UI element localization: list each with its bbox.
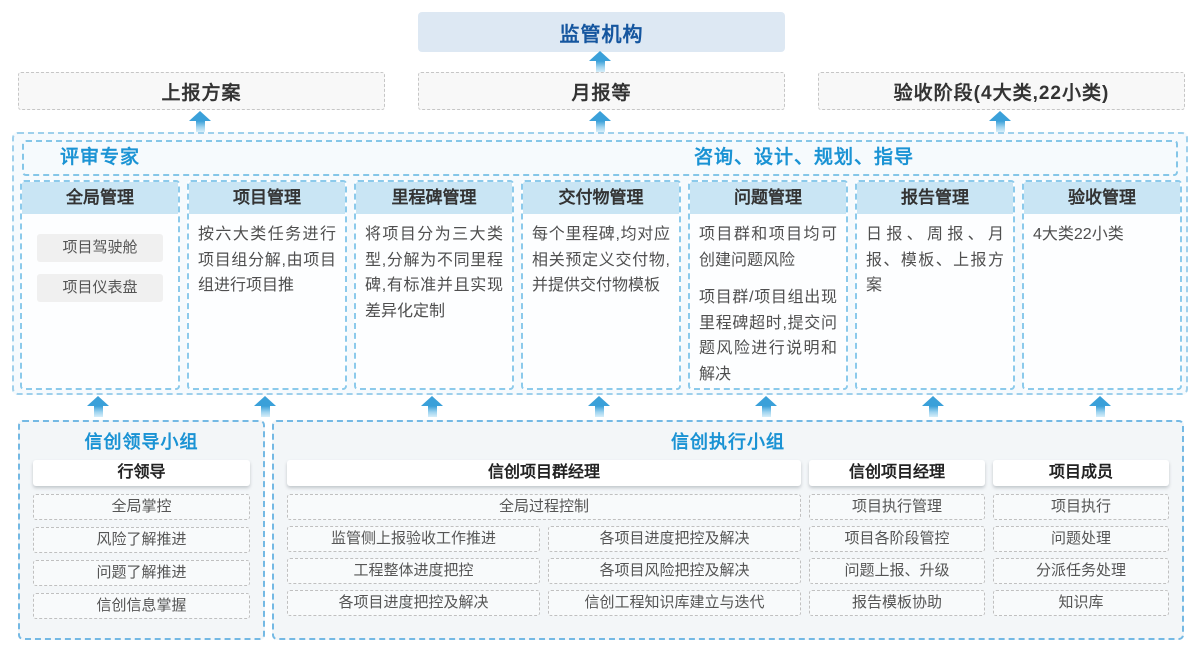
program-manager-column: 信创项目群经理 全局过程控制 监管侧上报验收工作推进 工程整体进度把控 各项目进… bbox=[287, 460, 801, 616]
channel-label: 验收阶段(4大类,22小类) bbox=[893, 82, 1110, 104]
column-description: 每个里程碑,均对应相关预定义交付物,并提供交付物模板 bbox=[532, 226, 670, 295]
leadership-group-panel: 信创领导小组 行领导 全局掌控 风险了解推进 问题了解推进 信创信息掌握 bbox=[18, 420, 265, 640]
column-body: 每个里程碑,均对应相关预定义交付物,并提供交付物模板 bbox=[523, 214, 679, 319]
program-manager-duties: 监管侧上报验收工作推进 工程整体进度把控 各项目进度把控及解决 各项目进度把控及… bbox=[287, 520, 801, 616]
up-arrow-icon bbox=[1089, 396, 1111, 417]
up-arrow-icon bbox=[922, 396, 944, 417]
project-manager-column: 信创项目经理 项目执行管理 项目各阶段管控 问题上报、升级 报告模板协助 bbox=[809, 460, 985, 616]
execution-group-panel: 信创执行小组 信创项目群经理 全局过程控制 监管侧上报验收工作推进 工程整体进度… bbox=[272, 420, 1184, 640]
column-title: 项目管理 bbox=[189, 182, 345, 214]
column-description: 按六大类任务进行项目组分解,由项目组进行项目推 bbox=[198, 226, 336, 295]
column-acceptance-management: 验收管理 4大类22小类 bbox=[1022, 180, 1182, 390]
regulator-label: 监管机构 bbox=[559, 23, 644, 46]
column-title: 里程碑管理 bbox=[356, 182, 512, 214]
duty-item: 风险了解推进 bbox=[33, 527, 250, 553]
up-arrow-icon bbox=[589, 111, 611, 132]
column-global-management: 全局管理 项目驾驶舱 项目仪表盘 bbox=[20, 180, 180, 390]
duty-subcolumn: 监管侧上报验收工作推进 工程整体进度把控 各项目进度把控及解决 bbox=[287, 520, 540, 616]
group-title: 信创领导小组 bbox=[84, 432, 199, 452]
column-body: 日报、周报、月报、模板、上报方案 bbox=[857, 214, 1013, 319]
duty-subcolumn: 各项目进度把控及解决 各项目风险把控及解决 信创工程知识库建立与迭代 bbox=[548, 520, 801, 616]
column-description: 项目群和项目均可创建问题风险 bbox=[699, 226, 837, 269]
channel-report-plan: 上报方案 bbox=[18, 72, 385, 110]
channel-label: 月报等 bbox=[571, 82, 632, 104]
regulator-box: 监管机构 bbox=[418, 12, 785, 52]
consulting-label: 咨询、设计、规划、指导 bbox=[693, 147, 914, 168]
duty-item: 项目各阶段管控 bbox=[809, 526, 985, 552]
execution-group-columns: 信创项目群经理 全局过程控制 监管侧上报验收工作推进 工程整体进度把控 各项目进… bbox=[287, 460, 1169, 616]
role-program-manager: 信创项目群经理 bbox=[287, 460, 801, 486]
duty-item: 报告模板协助 bbox=[809, 590, 985, 616]
column-body: 按六大类任务进行项目组分解,由项目组进行项目推 bbox=[189, 214, 345, 319]
duty-item: 问题了解推进 bbox=[33, 560, 250, 586]
up-arrow-icon bbox=[189, 111, 211, 132]
duty-item: 全局掌控 bbox=[33, 494, 250, 520]
role-project-manager: 信创项目经理 bbox=[809, 460, 985, 486]
duty-item: 各项目进度把控及解决 bbox=[548, 526, 801, 552]
review-experts-label: 评审专家 bbox=[60, 147, 141, 168]
up-arrow-icon bbox=[588, 396, 610, 417]
column-body: 4大类22小类 bbox=[1024, 214, 1180, 268]
column-description: 项目群/项目组出现里程碑超时,提交问题风险进行说明和解决 bbox=[699, 289, 837, 383]
duty-item: 项目执行 bbox=[993, 494, 1169, 520]
duty-item: 信创信息掌握 bbox=[33, 593, 250, 619]
duty-item: 问题处理 bbox=[993, 526, 1169, 552]
column-body: 项目群和项目均可创建问题风险 项目群/项目组出现里程碑超时,提交问题风险进行说明… bbox=[690, 214, 846, 388]
column-report-management: 报告管理 日报、周报、月报、模板、上报方案 bbox=[855, 180, 1015, 390]
project-member-column: 项目成员 项目执行 问题处理 分派任务处理 知识库 bbox=[993, 460, 1169, 616]
duty-item: 各项目进度把控及解决 bbox=[287, 590, 540, 616]
up-arrow-icon bbox=[421, 396, 443, 417]
up-arrow-icon bbox=[254, 396, 276, 417]
duty-item: 知识库 bbox=[993, 590, 1169, 616]
column-milestone-management: 里程碑管理 将项目分为三大类型,分解为不同里程碑,有标准并且实现差异化定制 bbox=[354, 180, 514, 390]
role-project-member: 项目成员 bbox=[993, 460, 1169, 486]
role-bank-leader: 行领导 bbox=[33, 460, 250, 486]
column-title: 验收管理 bbox=[1024, 182, 1180, 214]
feature-pill: 项目驾驶舱 bbox=[37, 234, 163, 262]
up-arrow-icon bbox=[87, 396, 109, 417]
column-project-management: 项目管理 按六大类任务进行项目组分解,由项目组进行项目推 bbox=[187, 180, 347, 390]
column-title: 报告管理 bbox=[857, 182, 1013, 214]
duty-item: 工程整体进度把控 bbox=[287, 558, 540, 584]
column-title: 全局管理 bbox=[22, 182, 178, 214]
column-description: 4大类22小类 bbox=[1033, 226, 1124, 243]
channel-acceptance-stage: 验收阶段(4大类,22小类) bbox=[818, 72, 1185, 110]
up-arrow-icon bbox=[755, 396, 777, 417]
column-body: 项目驾驶舱 项目仪表盘 bbox=[22, 214, 178, 310]
arrow-stem bbox=[595, 61, 605, 72]
platform-header-bar: 评审专家 咨询、设计、规划、指导 bbox=[22, 140, 1178, 176]
column-deliverable-management: 交付物管理 每个里程碑,均对应相关预定义交付物,并提供交付物模板 bbox=[521, 180, 681, 390]
duty-item: 信创工程知识库建立与迭代 bbox=[548, 590, 801, 616]
duty-item: 全局过程控制 bbox=[287, 494, 801, 520]
channel-label: 上报方案 bbox=[161, 82, 242, 104]
management-columns: 全局管理 项目驾驶舱 项目仪表盘 项目管理 按六大类任务进行项目组分解,由项目组… bbox=[20, 180, 1182, 390]
channel-monthly-report: 月报等 bbox=[418, 72, 785, 110]
management-platform-panel: 评审专家 咨询、设计、规划、指导 全局管理 项目驾驶舱 项目仪表盘 项目管理 按… bbox=[12, 132, 1188, 395]
duty-item: 问题上报、升级 bbox=[809, 558, 985, 584]
group-title: 信创执行小组 bbox=[671, 432, 785, 452]
duty-item: 分派任务处理 bbox=[993, 558, 1169, 584]
column-description: 将项目分为三大类型,分解为不同里程碑,有标准并且实现差异化定制 bbox=[365, 226, 503, 320]
column-title: 问题管理 bbox=[690, 182, 846, 214]
column-title: 交付物管理 bbox=[523, 182, 679, 214]
duty-item: 各项目风险把控及解决 bbox=[548, 558, 801, 584]
arrow-head bbox=[589, 51, 611, 61]
column-description: 日报、周报、月报、模板、上报方案 bbox=[866, 226, 1004, 295]
duty-item: 监管侧上报验收工作推进 bbox=[287, 526, 540, 552]
column-issue-management: 问题管理 项目群和项目均可创建问题风险 项目群/项目组出现里程碑超时,提交问题风… bbox=[688, 180, 848, 390]
up-arrow-icon bbox=[589, 51, 611, 72]
duty-item: 项目执行管理 bbox=[809, 494, 985, 520]
column-body: 将项目分为三大类型,分解为不同里程碑,有标准并且实现差异化定制 bbox=[356, 214, 512, 344]
up-arrow-icon bbox=[989, 111, 1011, 132]
feature-pill: 项目仪表盘 bbox=[37, 274, 163, 302]
